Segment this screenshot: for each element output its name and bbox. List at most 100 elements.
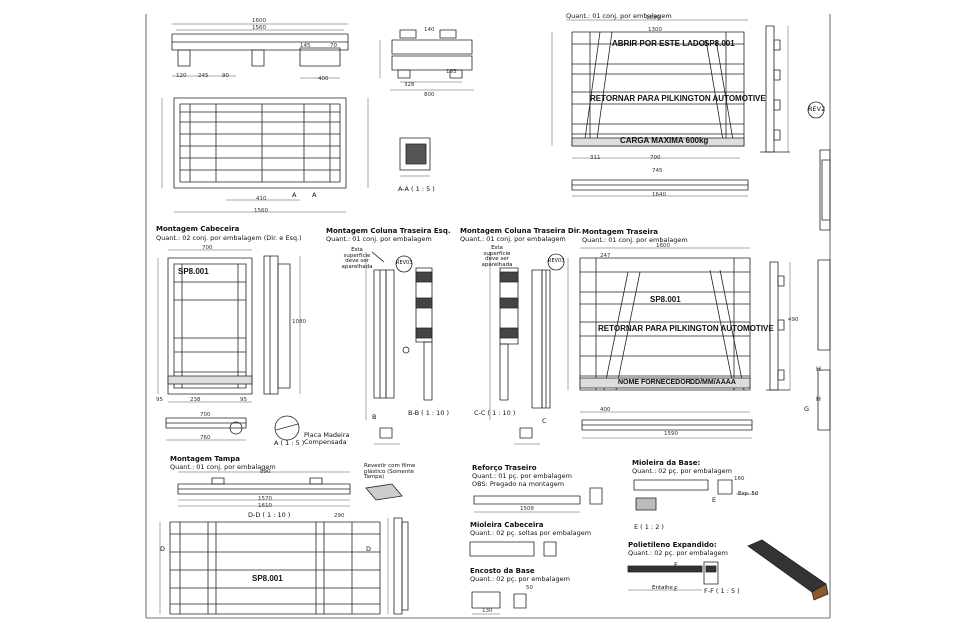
label-f-top: F [674, 561, 678, 569]
note-placa: Placa Madeira Compensada [304, 431, 350, 446]
dim-245: 245 [198, 73, 209, 79]
title-polietileno: Polietileno Expandido: [628, 541, 717, 549]
label-c: C [542, 417, 547, 425]
dim-238: 238 [190, 397, 201, 403]
rev03-b: REV03 [548, 258, 565, 264]
note-revestir: Revestir com filme plástico (Somente Tam… [364, 463, 416, 480]
title-traseira: Montagem Traseira [582, 228, 658, 236]
label-g: G [804, 405, 810, 413]
base-top-view [172, 24, 348, 78]
label-h-top: H [816, 365, 821, 373]
dim-400: 400 [318, 76, 329, 82]
section-aa-label: A-A ( 1 : 5 ) [398, 185, 435, 193]
dim-130: 130 [482, 608, 493, 614]
cabeceira-side-view [264, 256, 300, 394]
label-e: E [712, 496, 717, 504]
dim-290: 290 [334, 513, 345, 519]
title-mioleira-base: Mioleira da Base: [632, 459, 701, 467]
section-e12-label: E ( 1 : 2 ) [634, 523, 664, 531]
text-retornar-top: RETORNAR PARA PILKINGTON AUTOMOTIVE [590, 94, 766, 103]
mioleira-base-view [634, 480, 758, 510]
dim-90: 90 [222, 73, 229, 79]
qty-encosto: Quant.: 02 pç. por embalagem [470, 575, 570, 583]
label-d-left: D [160, 545, 166, 553]
rev2-balloon [808, 102, 824, 118]
dim-cab-700-b: 700 [200, 412, 211, 418]
text-retornar-traseira: RETORNAR PARA PILKINGTON AUTOMOTIVE [598, 324, 774, 333]
dim-410: 410 [256, 196, 267, 202]
label-b-top: B [372, 413, 377, 421]
dim-traseira-1600: 1600 [656, 243, 670, 249]
title-mioleira-cab: Mioleira Cabeceira [470, 521, 544, 529]
dim-490: 490 [788, 317, 799, 323]
label-f-bottom: F [674, 585, 678, 593]
text-sp8-cabeceira: SP8.001 [178, 267, 209, 276]
dim-1550: 1550 [646, 15, 660, 21]
qty-cabeceira: Quant.: 02 conj. por embalagem (Dir. e E… [156, 234, 302, 242]
section-a15-label: A ( 1 : 5 ) [274, 439, 305, 447]
text-abrir: ABRIR POR ESTE LADO [612, 39, 705, 48]
label-h-bottom: H [816, 395, 821, 403]
encosto-base-view [472, 592, 526, 614]
dim-160: 160 [734, 476, 745, 482]
dim-1560: 1560 [252, 25, 266, 31]
rev03-a: REV03 [396, 260, 413, 266]
dim-1600: 1600 [252, 18, 266, 24]
section-ff-label: F-F ( 1 : 5 ) [704, 587, 740, 595]
rear-panel-side-view [760, 26, 790, 152]
dim-328: 328 [404, 82, 415, 88]
reforco-view [474, 488, 602, 512]
right-edge-partial-views [818, 150, 830, 430]
note-superficie-b: Esta superfície deve ser aparelhada [481, 245, 513, 268]
rear-panel-bottom-strip [572, 180, 748, 196]
dim-145: 145 [300, 43, 311, 49]
rev2-label: REV2 [808, 105, 826, 113]
title-cabeceira: Montagem Cabeceira [156, 225, 240, 233]
qty-tampa: Quant.: 01 conj. por embalagem [170, 463, 276, 471]
dim-890: 890 [260, 469, 271, 475]
mioleira-cabeceira-view [470, 542, 556, 556]
title-tampa: Montagem Tampa [170, 455, 240, 463]
text-data: DD/MM/AAAA [690, 379, 736, 386]
note-esp: Esp. 50 [738, 491, 759, 497]
text-fornecedor: NOME FORNECEDOR [618, 379, 691, 386]
qty-col-esq: Quant.: 01 conj. por embalagem [326, 235, 432, 243]
qty-mioleira-base: Quant.: 02 pç. por embalagem [632, 467, 732, 475]
dim-700: 700 [650, 155, 661, 161]
dim-95-right: 95 [240, 397, 247, 403]
label-a-left: A [292, 191, 297, 199]
dim-1508: 1508 [520, 506, 534, 512]
dim-140: 140 [424, 27, 435, 33]
tampa-section-view [388, 518, 408, 614]
dim-193: 193 [446, 69, 457, 75]
title-col-dir: Montagem Coluna Traseira Dir. [460, 227, 582, 235]
traseira-bottom-strip [582, 420, 752, 438]
dim-745: 745 [652, 168, 663, 174]
dim-50-encosto: 50 [526, 585, 533, 591]
traseira-side-view [766, 262, 790, 390]
cabeceira-front-view [158, 250, 252, 402]
text-carga: CARGA MAXIMA 600kg [620, 136, 709, 145]
section-cc-label: C-C ( 1 : 10 ) [474, 409, 516, 417]
title-encosto: Encosto da Base [470, 567, 535, 575]
qty-reforco: Quant.: 01 pç. por embalagem [472, 472, 572, 480]
base-side-view [380, 30, 474, 90]
dim-800: 800 [424, 92, 435, 98]
dim-1570: 1570 [258, 496, 272, 502]
dim-760: 760 [200, 435, 211, 441]
traseira-front-view [568, 248, 750, 412]
section-dd-label: D-D ( 1 : 10 ) [248, 511, 291, 519]
dim-1080: 1080 [292, 319, 306, 325]
dim-traseira-400: 400 [600, 407, 611, 413]
qty-polietileno: Quant.: 02 pç. por embalagem [628, 549, 728, 557]
coluna-esq-views [366, 252, 432, 444]
polietileno-view [628, 540, 828, 600]
dim-120: 120 [176, 73, 187, 79]
section-aa-view [400, 138, 430, 176]
title-reforco: Reforço Traseiro [472, 464, 537, 472]
label-a-right: A [312, 191, 317, 199]
title-col-esq: Montagem Coluna Traseira Esq. [326, 227, 451, 235]
dim-95-left: 95 [156, 397, 163, 403]
